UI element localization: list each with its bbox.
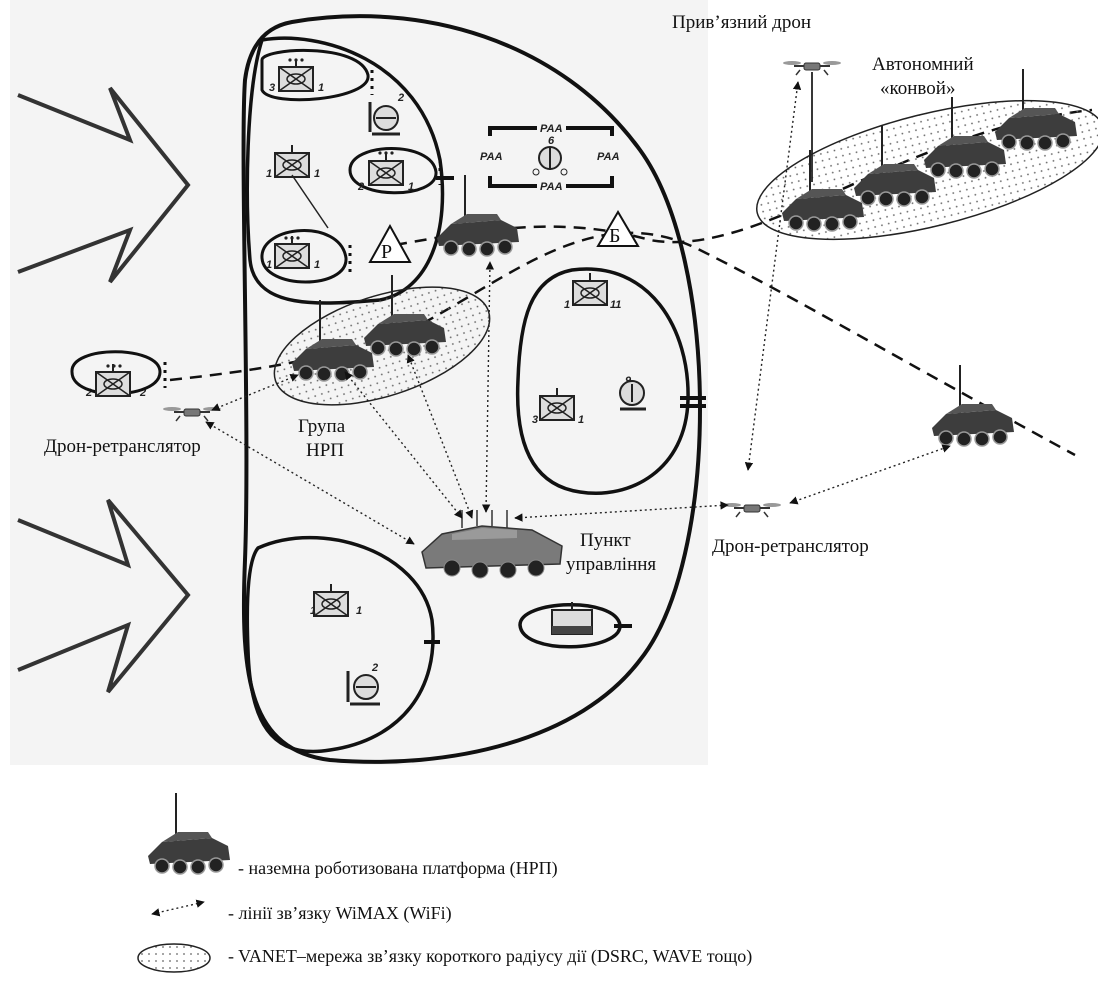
relay-drone-right-label: Дрон-ретранслятор bbox=[712, 536, 869, 558]
command-post-label-line1: Пункт bbox=[580, 530, 631, 552]
convoy-label-line1: Автономний bbox=[872, 54, 974, 76]
legend-vanet-text: - VANET–мережа зв’язку короткого радіусу… bbox=[228, 946, 752, 967]
legend-wimax-text: - лінії зв’язку WiMAX (WiFi) bbox=[228, 903, 452, 924]
legend-wimax-icon bbox=[152, 902, 204, 914]
relay-drone-right bbox=[723, 503, 781, 517]
unit-number: 11 bbox=[610, 299, 621, 311]
ugv-group-label-line2: НРП bbox=[306, 440, 344, 462]
unit-number: 1 bbox=[266, 259, 272, 271]
unit-number: 1 bbox=[266, 168, 272, 180]
unit-number: 1 bbox=[318, 82, 324, 94]
unit-number: 2 bbox=[397, 92, 404, 104]
unit-number: 6 bbox=[548, 135, 555, 147]
legend-ugv-icon bbox=[148, 793, 230, 874]
paa-label: РАА bbox=[540, 181, 563, 193]
convoy-label-line2: «конвой» bbox=[880, 78, 955, 100]
relay-drone-left-label: Дрон-ретранслятор bbox=[44, 436, 201, 458]
tethered-drone-label: Прив’язний дрон bbox=[672, 12, 811, 34]
paa-label: РАА bbox=[540, 123, 563, 135]
legend-ugv-text: - наземна роботизована платформа (НРП) bbox=[238, 858, 558, 879]
unit-number: 1 bbox=[314, 259, 320, 271]
vanet-zone-convoy bbox=[744, 73, 1098, 268]
unit-number: 2 bbox=[371, 662, 378, 674]
unit-number: 1 bbox=[310, 605, 316, 617]
legend-vanet-icon bbox=[138, 944, 210, 972]
unit-number: 1 bbox=[564, 299, 570, 311]
ugv-vehicle bbox=[932, 365, 1014, 446]
unit-number: 1 bbox=[408, 181, 414, 193]
unit-number: 1 bbox=[314, 168, 320, 180]
paa-label: РАА bbox=[597, 151, 620, 163]
unit-number: 1 bbox=[578, 414, 584, 426]
unit-number: 2 bbox=[357, 181, 364, 193]
paa-label: РАА bbox=[480, 151, 503, 163]
unit-number: 3 bbox=[269, 82, 275, 94]
command-post-label-line2: управління bbox=[566, 554, 656, 576]
triangle-r-label: Р bbox=[381, 241, 392, 263]
triangle-b-label: Б bbox=[609, 225, 620, 247]
unit-number: 3 bbox=[532, 414, 538, 426]
unit-number: 1 bbox=[356, 605, 362, 617]
ugv-group-label-line1: Група bbox=[298, 416, 345, 438]
